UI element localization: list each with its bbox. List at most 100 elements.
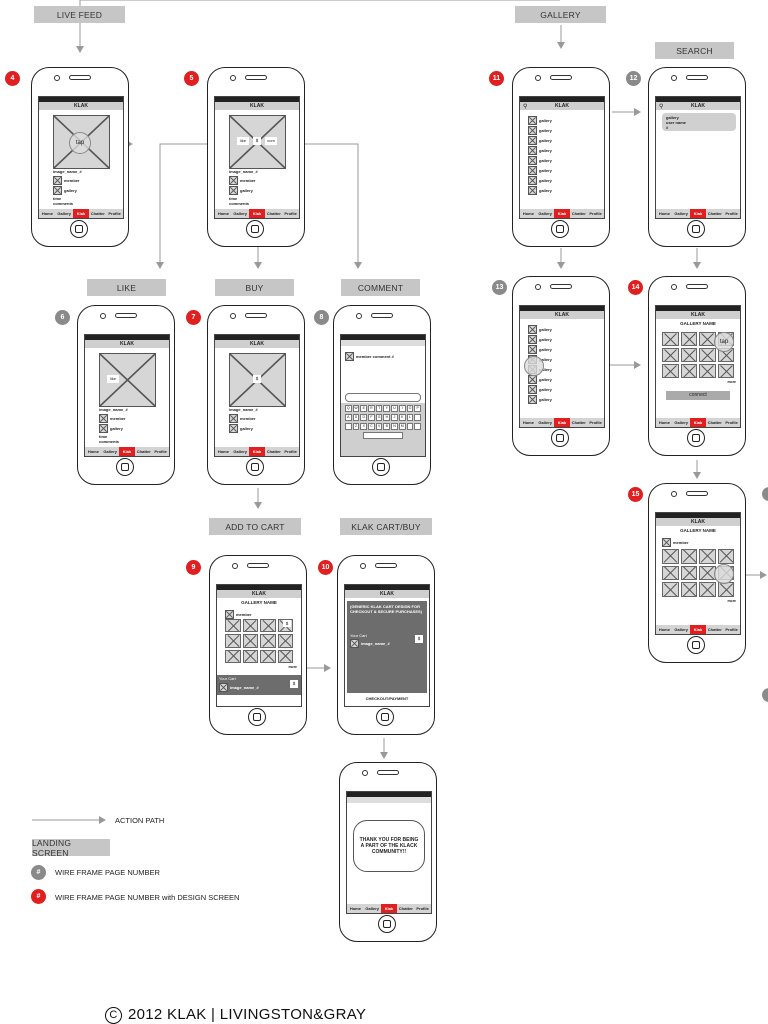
key[interactable]: B xyxy=(383,423,391,430)
tab-profile[interactable]: Profile xyxy=(284,211,297,216)
key[interactable]: R xyxy=(368,405,375,412)
key[interactable] xyxy=(406,423,414,430)
key[interactable]: Z xyxy=(352,423,360,430)
tab-klak[interactable]: Klak xyxy=(248,209,266,218)
tab-home[interactable]: Home xyxy=(658,211,670,216)
key[interactable]: A xyxy=(345,414,352,421)
grid-cell[interactable] xyxy=(277,634,293,648)
cart-item[interactable]: image_name_# xyxy=(350,639,390,648)
gallery-row[interactable]: gallery xyxy=(53,186,80,195)
grid-cell[interactable] xyxy=(717,364,734,378)
tab-home[interactable]: Home xyxy=(658,420,670,425)
home-button[interactable] xyxy=(687,429,705,447)
gallery-list-item[interactable]: gallery xyxy=(528,156,552,165)
grid-cell[interactable] xyxy=(260,634,276,648)
gallery-list-item[interactable]: gallery xyxy=(528,126,552,135)
home-button[interactable] xyxy=(246,458,264,476)
gallery-list-item[interactable]: gallery xyxy=(528,385,552,394)
key[interactable]: N xyxy=(391,423,398,430)
tab-klak[interactable]: Klak xyxy=(118,447,136,456)
gallery-list-item[interactable]: gallery xyxy=(528,186,552,195)
tab-chatter[interactable]: Chatter xyxy=(707,420,722,425)
grid-cell[interactable] xyxy=(242,619,258,633)
tab-chatter[interactable]: Chatter xyxy=(398,906,413,911)
key[interactable]: E xyxy=(360,405,368,412)
grid-cell[interactable] xyxy=(242,649,258,663)
tab-home[interactable]: Home xyxy=(522,211,534,216)
tab-klak[interactable]: Klak xyxy=(689,209,707,218)
tab-profile[interactable]: Profile xyxy=(725,627,738,632)
tap-indicator[interactable] xyxy=(714,564,734,584)
grid-cell[interactable] xyxy=(242,634,258,648)
grid-cell[interactable] xyxy=(260,619,276,633)
tab-klak[interactable]: Klak xyxy=(689,625,707,634)
tab-gallery[interactable]: Gallery xyxy=(538,211,552,216)
home-button[interactable] xyxy=(376,708,394,726)
cart-price[interactable]: $ xyxy=(415,635,423,643)
key[interactable]: K xyxy=(398,414,406,421)
gallery-list-item[interactable]: gallery xyxy=(528,325,552,334)
tab-profile[interactable]: Profile xyxy=(416,906,429,911)
home-button[interactable] xyxy=(70,220,88,238)
comments-label[interactable]: comments xyxy=(53,201,74,206)
grid-cell[interactable] xyxy=(662,565,679,581)
search-icon[interactable]: ⚲ xyxy=(659,104,664,110)
member-row[interactable]: member xyxy=(229,414,256,423)
tab-gallery[interactable]: Gallery xyxy=(674,420,688,425)
home-button[interactable] xyxy=(116,458,134,476)
tap-indicator[interactable] xyxy=(524,356,544,376)
key[interactable] xyxy=(345,423,352,430)
home-button[interactable] xyxy=(551,429,569,447)
key[interactable]: I xyxy=(398,405,406,412)
tab-home[interactable]: Home xyxy=(658,627,670,632)
key[interactable]: T xyxy=(375,405,383,412)
grid-cell[interactable] xyxy=(699,348,716,362)
search-icon[interactable]: ⚲ xyxy=(523,104,528,110)
tab-gallery[interactable]: Gallery xyxy=(233,211,247,216)
grid-cell[interactable] xyxy=(662,348,679,362)
grid-cell[interactable] xyxy=(662,582,679,597)
tab-chatter[interactable]: Chatter xyxy=(266,211,281,216)
gallery-list-item[interactable]: gallery xyxy=(528,116,552,125)
grid-cell[interactable] xyxy=(277,649,293,663)
grid-cell[interactable] xyxy=(699,549,716,564)
grid-cell[interactable] xyxy=(699,332,716,346)
key[interactable]: H xyxy=(383,414,391,421)
grid-cell[interactable] xyxy=(699,582,716,597)
key[interactable]: P xyxy=(414,405,421,412)
grid-cell[interactable] xyxy=(260,649,276,663)
tab-chatter[interactable]: Chatter xyxy=(266,449,281,454)
gallery-list-item[interactable]: gallery xyxy=(528,146,552,155)
grid-cell[interactable] xyxy=(662,332,679,346)
home-button[interactable] xyxy=(551,220,569,238)
tab-home[interactable]: Home xyxy=(217,211,229,216)
gallery-list-item[interactable]: gallery xyxy=(528,176,552,185)
grid-cell[interactable] xyxy=(717,549,734,564)
tap-indicator[interactable]: tap xyxy=(69,132,91,154)
gallery-list-item[interactable]: gallery xyxy=(528,345,552,354)
grid-cell[interactable] xyxy=(680,565,697,581)
gallery-list-item[interactable]: gallery xyxy=(528,335,552,344)
key[interactable]: J xyxy=(391,414,398,421)
search-result-user[interactable]: user name xyxy=(666,120,687,125)
tab-home[interactable]: Home xyxy=(41,211,53,216)
space-key[interactable] xyxy=(363,432,403,439)
grid-cell[interactable] xyxy=(680,332,697,346)
tab-profile[interactable]: Profile xyxy=(154,449,167,454)
checkout-button[interactable]: CHECKOUT/PAYMENT xyxy=(365,696,409,701)
grid-cell[interactable] xyxy=(699,364,716,378)
key[interactable]: L xyxy=(406,414,414,421)
key[interactable]: M xyxy=(398,423,406,430)
tab-home[interactable]: Home xyxy=(349,906,361,911)
gallery-list-item[interactable]: gallery xyxy=(528,166,552,175)
tab-chatter[interactable]: Chatter xyxy=(707,211,722,216)
buy-button[interactable]: $ xyxy=(253,375,261,383)
key[interactable]: O xyxy=(406,405,414,412)
connect-button[interactable]: connect xyxy=(666,391,730,400)
price-tag[interactable]: $ xyxy=(283,620,291,627)
key[interactable]: X xyxy=(360,423,368,430)
more-link[interactable]: more xyxy=(727,380,736,384)
comment-input[interactable] xyxy=(345,393,421,402)
tab-chatter[interactable]: Chatter xyxy=(136,449,151,454)
tab-klak[interactable]: Klak xyxy=(72,209,90,218)
